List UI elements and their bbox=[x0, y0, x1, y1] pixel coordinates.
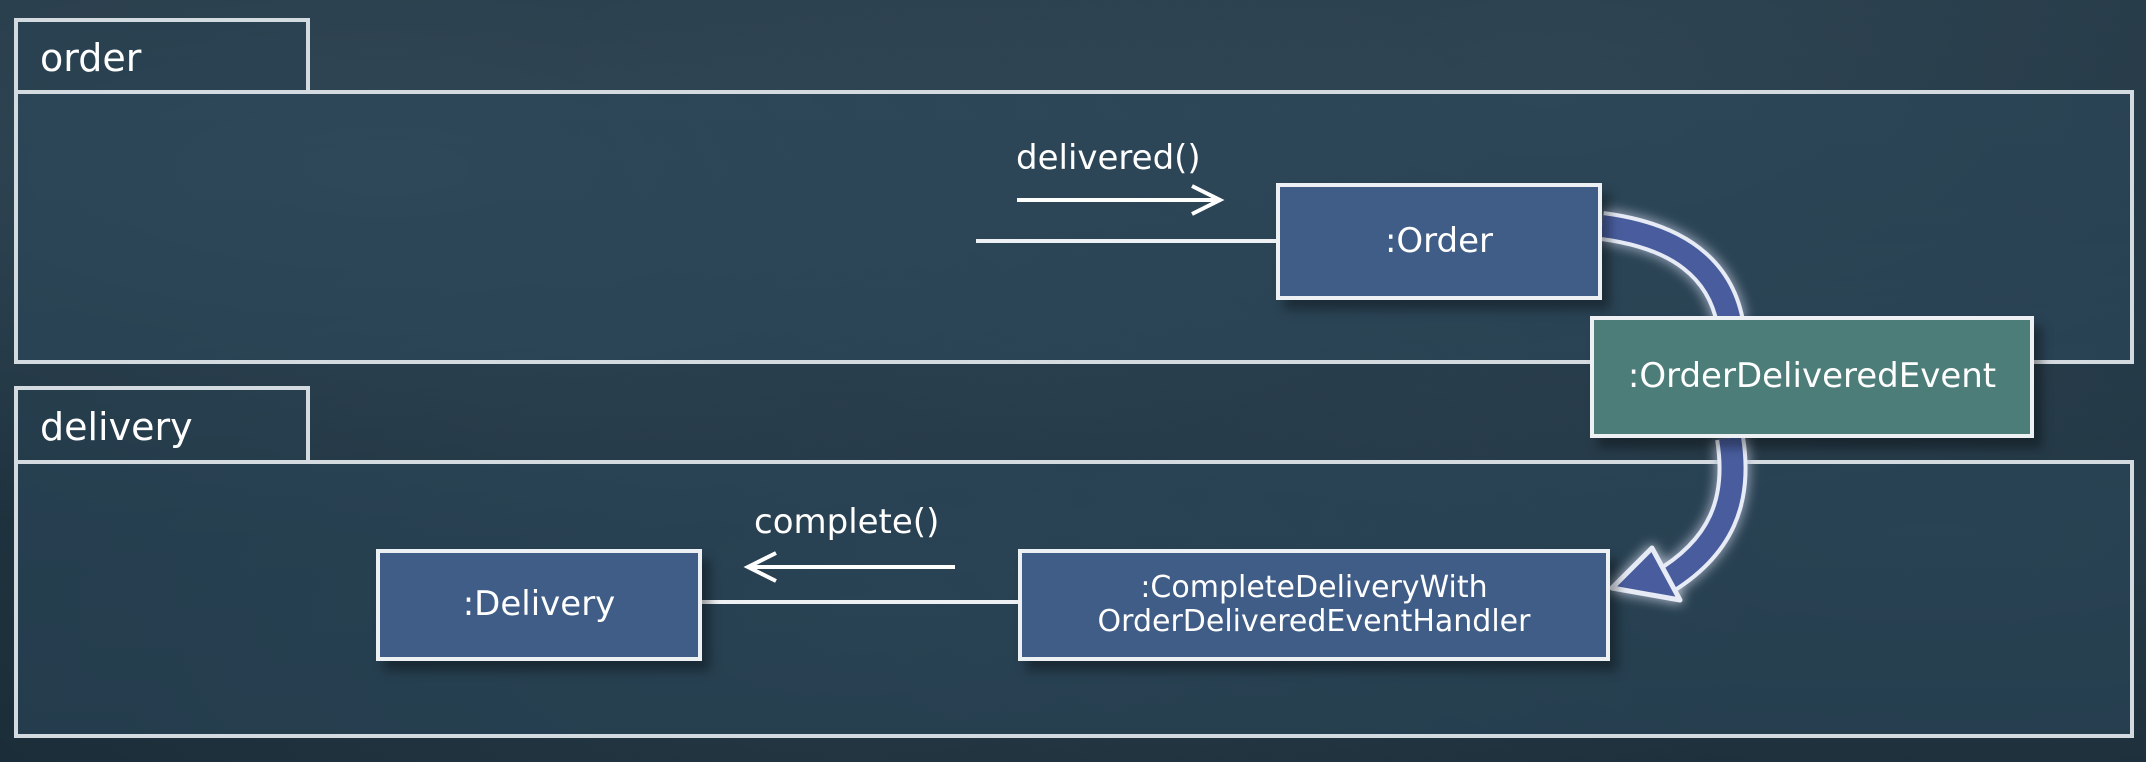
object-event-label: :OrderDeliveredEvent bbox=[1627, 356, 1997, 397]
object-delivery: :Delivery bbox=[376, 549, 702, 661]
object-order: :Order bbox=[1276, 183, 1602, 300]
object-handler: :CompleteDeliveryWith OrderDeliveredEven… bbox=[1018, 549, 1610, 661]
object-handler-label: :CompleteDeliveryWith OrderDeliveredEven… bbox=[1097, 569, 1531, 639]
package-tab-order: order bbox=[14, 18, 310, 94]
package-name-delivery: delivery bbox=[40, 405, 193, 449]
object-order-label: :Order bbox=[1384, 220, 1494, 261]
delivered-arrow bbox=[1017, 184, 1225, 216]
package-tab-delivery: delivery bbox=[14, 386, 310, 464]
message-delivered: delivered() bbox=[1016, 138, 1201, 178]
object-order-delivered-event: :OrderDeliveredEvent bbox=[1590, 316, 2034, 438]
complete-arrow bbox=[743, 551, 955, 583]
message-complete: complete() bbox=[754, 502, 940, 542]
object-delivery-label: :Delivery bbox=[462, 584, 616, 625]
event-flow-arrow bbox=[1599, 211, 1748, 603]
package-name-order: order bbox=[40, 36, 142, 80]
